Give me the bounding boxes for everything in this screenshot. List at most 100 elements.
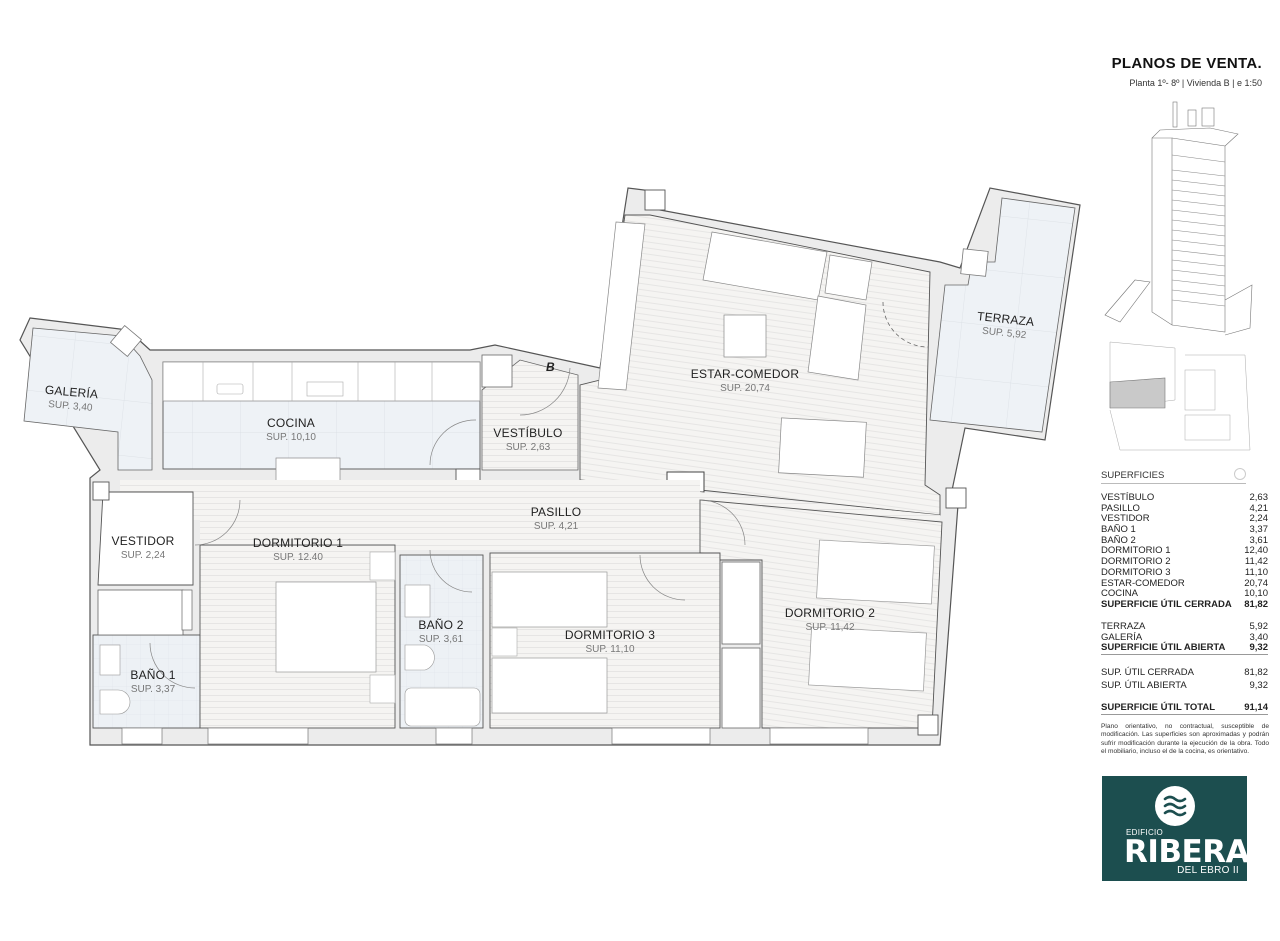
windows (121, 727, 869, 745)
area-row: GALERÍA 3,40 (1101, 631, 1269, 644)
room-area: SUP. 2,24 (120, 550, 166, 561)
floor-plan: B GALERÍA SUP. 3,40 COCINA SUP. 10,10 VE… (19, 187, 1081, 746)
room-label-bano1: BAÑO 1 SUP. 3,37 (130, 668, 175, 695)
grand-total-value: 91,14 (1244, 702, 1268, 713)
room-label-dormitorio3: DORMITORIO 3 SUP. 11,10 (565, 628, 655, 655)
area-row: DORMITORIO 1 12,40 (1101, 546, 1268, 557)
area-value: 4,21 (1249, 502, 1269, 514)
disclaimer-text: Plano orientativo, no contractual, susce… (1101, 723, 1269, 755)
room-label-bano2: BAÑO 2 SUP. 3,61 (418, 618, 463, 645)
room-label-dormitorio2: DORMITORIO 2 SUP. 11,42 (785, 606, 875, 633)
room-area: SUP. 20,74 (720, 383, 770, 394)
room-area: SUP. 3,61 (418, 634, 464, 645)
superficies-header: SUPERFICIES (1101, 468, 1246, 484)
room-name: DORMITORIO 3 (564, 628, 656, 642)
vestidor-floor (97, 491, 194, 586)
open-areas-table: TERRAZA 5,92 GALERÍA 3,40 SUPERFICIE ÚTIL … (1101, 621, 1269, 656)
site-plan-icon (1109, 341, 1251, 451)
area-label: VESTÍBULO (1101, 492, 1155, 503)
closed-total-row: SUPERFICIE ÚTIL CERRADA 81,82 (1101, 598, 1268, 611)
room-label-pasillo: PASILLO SUP. 4,21 (531, 505, 582, 532)
summary-label: SUP. ÚTIL ABIERTA (1101, 679, 1187, 691)
summary-row: SUP. ÚTIL ABIERTA 9,32 (1101, 679, 1269, 692)
logo-line-ribera: RIBERA (1124, 834, 1250, 870)
total-label: SUPERFICIE ÚTIL ABIERTA (1101, 642, 1226, 654)
area-value: 2,24 (1249, 513, 1269, 525)
room-label-dormitorio1: DORMITORIO 1 SUP. 12.40 (253, 536, 343, 563)
summary-label: SUP. ÚTIL CERRADA (1101, 667, 1194, 678)
grand-total-row: SUPERFICIE ÚTIL TOTAL 91,14 (1101, 702, 1268, 715)
area-label: ESTAR-COMEDOR (1101, 577, 1185, 589)
area-label: COCINA (1101, 588, 1138, 600)
page-title: PLANOS DE VENTA. (1111, 55, 1262, 72)
room-name: VESTÍBULO (493, 426, 563, 440)
area-value: 12,40 (1244, 545, 1268, 557)
total-label: SUPERFICIE ÚTIL CERRADA (1101, 598, 1232, 610)
area-row: BAÑO 1 3,37 (1101, 524, 1269, 536)
room-area: SUP. 11,10 (585, 644, 635, 655)
room-label-vestibulo: VESTÍBULO SUP. 2,63 (493, 426, 562, 453)
area-label: BAÑO 1 (1101, 524, 1136, 536)
brand-logo: EDIFICIO RIBERA DEL EBRO II (1102, 776, 1250, 881)
room-area: SUP. 12.40 (273, 552, 323, 563)
door-mark-b: B (546, 360, 555, 374)
superficies-title: SUPERFICIES (1101, 470, 1165, 481)
room-label-cocina: COCINA SUP. 10,10 (266, 416, 316, 443)
summary-row: SUP. ÚTIL CERRADA 81,82 (1101, 667, 1268, 679)
area-row: VESTÍBULO 2,63 (1101, 492, 1269, 504)
grand-total-table: SUPERFICIE ÚTIL TOTAL 91,14 (1101, 702, 1268, 715)
room-area: SUP. 2,63 (505, 442, 551, 453)
grand-total-label: SUPERFICIE ÚTIL TOTAL (1101, 702, 1216, 713)
area-value: 3,37 (1249, 524, 1269, 536)
room-area: SUP. 3,37 (130, 684, 176, 695)
summary-table: SUP. ÚTIL CERRADA 81,82 SUP. ÚTIL ABIERTA… (1101, 667, 1269, 692)
area-label: DORMITORIO 2 (1101, 556, 1171, 568)
room-label-estar-comedor: ESTAR-COMEDOR SUP. 20,74 (691, 367, 799, 394)
area-value: 5,92 (1249, 621, 1269, 632)
logo-line-del-ebro: DEL EBRO II (1177, 865, 1239, 876)
double-bed (275, 581, 377, 673)
area-label: TERRAZA (1101, 621, 1146, 632)
page-subtitle: Planta 1º- 8º | Vivienda B | e 1:50 (1129, 78, 1262, 88)
summary-value: 9,32 (1249, 679, 1269, 691)
room-name: BAÑO 2 (418, 618, 464, 632)
area-value: 3,61 (1249, 534, 1269, 546)
room-area: SUP. 11,42 (805, 622, 855, 633)
sofa (597, 221, 873, 478)
area-label: GALERÍA (1101, 631, 1143, 643)
room-name: COCINA (267, 416, 315, 430)
wardrobe (721, 561, 761, 645)
room-name: DORMITORIO 2 (784, 606, 876, 620)
area-value: 11,10 (1244, 566, 1268, 578)
room-name: BAÑO 1 (130, 668, 176, 682)
room-name: DORMITORIO 1 (252, 536, 344, 550)
building-axonometric-icon (1104, 101, 1253, 336)
area-row: DORMITORIO 3 11,10 (1101, 566, 1268, 579)
vestibulo-floor (481, 359, 579, 471)
room-label-galeria: GALERÍA SUP. 3,40 (43, 383, 98, 415)
room-area: SUP. 10,10 (266, 432, 316, 443)
area-value: 10,10 (1244, 588, 1268, 600)
galeria-shaft (109, 324, 143, 358)
area-row: TERRAZA 5,92 (1101, 621, 1269, 633)
area-label: DORMITORIO 1 (1101, 545, 1171, 557)
bathtub (404, 687, 481, 727)
area-value: 3,40 (1249, 631, 1269, 643)
area-row: BAÑO 2 3,61 (1101, 534, 1269, 547)
area-row: COCINA 10,10 (1101, 588, 1268, 600)
pasillo-floor (120, 480, 940, 550)
compass-icon (1234, 468, 1246, 480)
area-label: DORMITORIO 3 (1101, 566, 1171, 578)
area-label: BAÑO 2 (1101, 534, 1136, 546)
total-value: 81,82 (1244, 598, 1268, 610)
area-value: 2,63 (1249, 492, 1269, 503)
room-name: PASILLO (530, 505, 582, 519)
summary-value: 81,82 (1244, 667, 1268, 678)
kitchen-counter (162, 361, 481, 402)
floor-plan-drawing (19, 187, 1081, 746)
